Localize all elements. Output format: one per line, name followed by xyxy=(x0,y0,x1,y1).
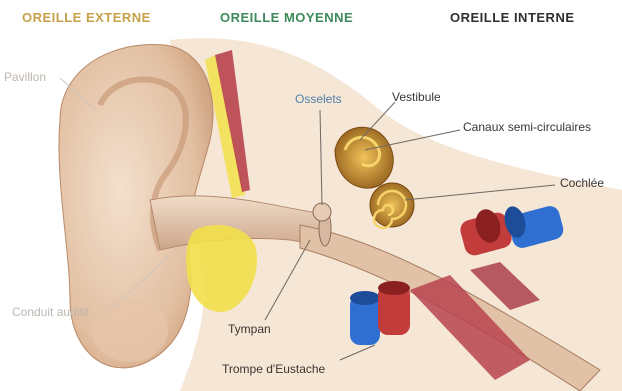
label-pavillon: Pavillon xyxy=(4,70,46,84)
vessel-artery-bottom xyxy=(378,281,410,335)
label-canaux: Canaux semi-circulaires xyxy=(463,120,591,134)
ossicles-shape xyxy=(313,203,331,221)
header-external: OREILLE EXTERNE xyxy=(22,10,151,25)
label-tympan: Tympan xyxy=(228,322,271,336)
label-osselets: Osselets xyxy=(295,92,342,106)
earlobe xyxy=(92,298,168,362)
label-conduit: Conduit auditif xyxy=(12,305,89,319)
header-middle: OREILLE MOYENNE xyxy=(220,10,353,25)
label-vestibule: Vestibule xyxy=(392,90,441,104)
label-cochlee: Cochlée xyxy=(560,176,604,190)
label-trompe: Trompe d'Eustache xyxy=(222,362,325,376)
header-inner: OREILLE INTERNE xyxy=(450,10,575,25)
vessel-vein-bottom xyxy=(350,291,380,345)
